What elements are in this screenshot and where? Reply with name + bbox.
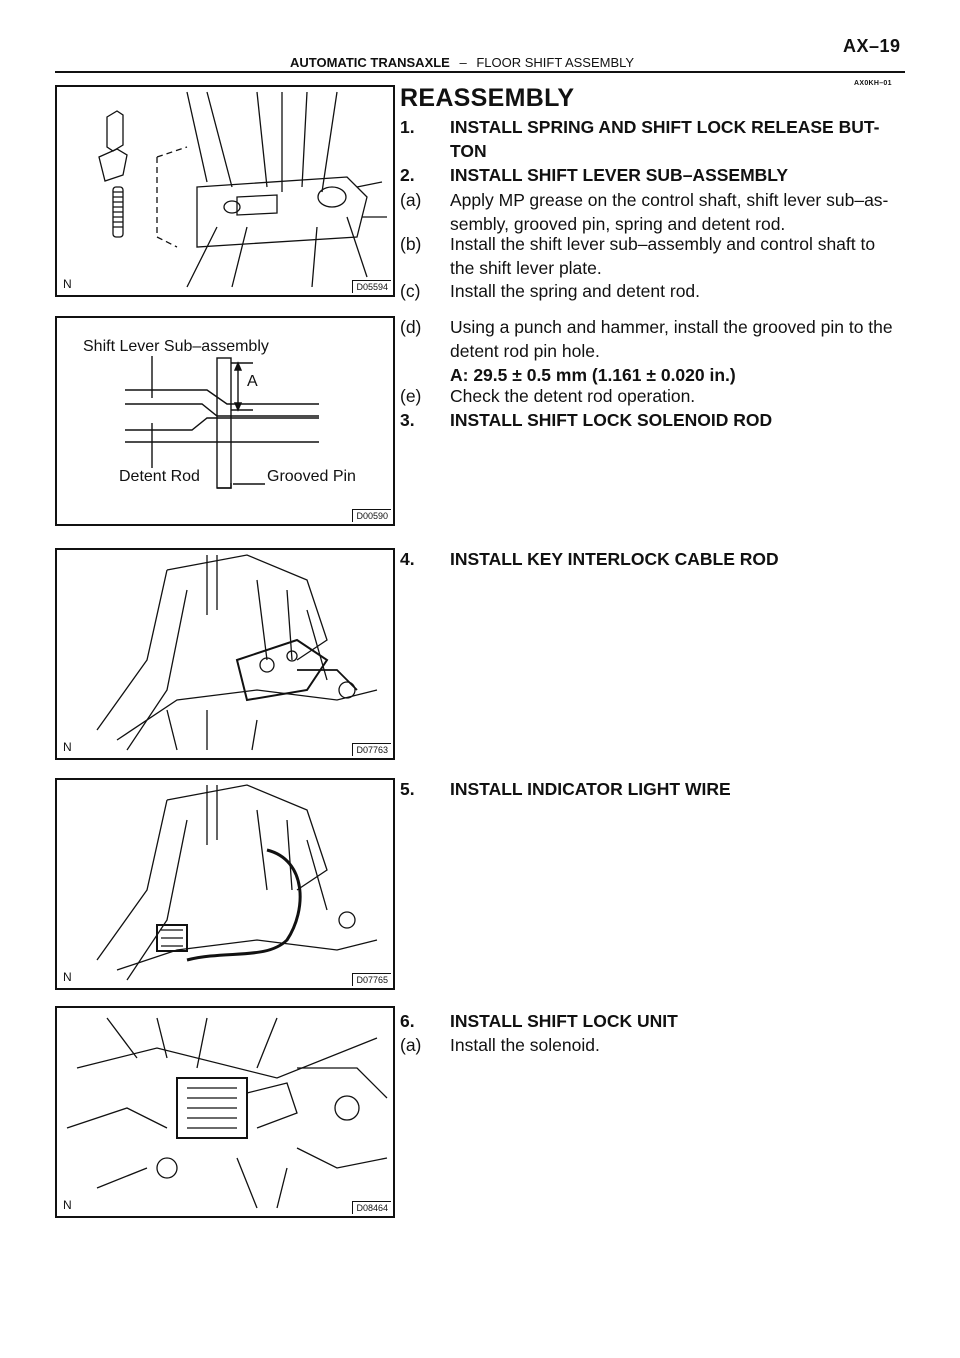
label-grooved-pin: Grooved Pin: [267, 468, 356, 485]
figure-id: D07765: [352, 973, 391, 986]
step-text-cont: TON: [450, 141, 487, 161]
figure-id: D08464: [352, 1201, 391, 1214]
step-number: 6.: [400, 1011, 415, 1031]
step-text: Using a punch and hammer, install the gr…: [450, 317, 893, 337]
shift-lever-exploded-drawing: [98, 91, 387, 288]
page-number: AX–19: [843, 36, 901, 56]
figure-key-interlock-cable-rod: N D07763: [55, 548, 395, 760]
step-number: 3.: [400, 410, 415, 430]
step-text-cont: the shift lever plate.: [450, 258, 602, 278]
step-text: INSTALL SHIFT LEVER SUB–ASSEMBLY: [450, 165, 789, 185]
step-text-cont: detent rod pin hole.: [450, 341, 600, 361]
step-1: 1. INSTALL SPRING AND SHIFT LOCK RELEASE…: [400, 115, 920, 163]
step-number: (b): [400, 234, 422, 254]
shift-lock-unit-drawing: [66, 1017, 388, 1209]
figure-corner-mark: N: [63, 277, 72, 291]
step-number: (c): [400, 281, 421, 301]
figure-corner-mark: N: [63, 1198, 72, 1212]
header-separator: –: [459, 55, 467, 70]
step-number: (d): [400, 317, 422, 337]
step-text: INSTALL KEY INTERLOCK CABLE ROD: [450, 549, 779, 569]
indicator-wire-drawing: [96, 784, 378, 981]
step-text: INSTALL INDICATOR LIGHT WIRE: [450, 779, 731, 799]
figure-indicator-light-wire: N D07765: [55, 778, 395, 990]
step-text: Install the shift lever sub–assembly and…: [450, 234, 876, 254]
label-shift-lever-sub-assembly: Shift Lever Sub–assembly: [83, 338, 269, 355]
figure-detent-rod-schematic: Shift Lever Sub–assembly A Detent Rod Gr…: [55, 316, 395, 526]
label-detent-rod: Detent Rod: [119, 468, 200, 485]
figure-shift-lock-unit: N D08464: [55, 1006, 395, 1218]
subsection-name: FLOOR SHIFT ASSEMBLY: [476, 55, 635, 70]
step-text: Install the spring and detent rod.: [450, 281, 701, 301]
step-text: Install the solenoid.: [450, 1035, 600, 1055]
figure-id: D07763: [352, 743, 391, 756]
figure-shift-lever-exploded: N D05594: [55, 85, 395, 297]
step-number: 1.: [400, 117, 415, 137]
key-interlock-drawing: [96, 554, 378, 751]
step-number: 2.: [400, 165, 415, 185]
step-number: (a): [400, 1035, 422, 1055]
step-text: INSTALL SHIFT LOCK UNIT: [450, 1011, 678, 1031]
step-spec: A: 29.5 ± 0.5 mm (1.161 ± 0.020 in.): [450, 365, 736, 385]
label-dimension-a: A: [247, 373, 258, 390]
step-number: 4.: [400, 549, 415, 569]
step-text: Apply MP grease on the control shaft, sh…: [450, 190, 889, 210]
header-rule: [55, 71, 905, 73]
figure-corner-mark: N: [63, 740, 72, 754]
running-header: AUTOMATIC TRANSAXLE – FLOOR SHIFT ASSEMB…: [290, 55, 634, 70]
section-title: REASSEMBLY: [400, 84, 575, 112]
figure-corner-mark: N: [63, 970, 72, 984]
figure-id: D05594: [352, 280, 391, 293]
step-number: 5.: [400, 779, 415, 799]
step-text: INSTALL SHIFT LOCK SOLENOID ROD: [450, 410, 773, 430]
step-number: (e): [400, 386, 422, 406]
section-name: AUTOMATIC TRANSAXLE: [290, 55, 450, 70]
step-text: Check the detent rod operation.: [450, 386, 696, 406]
step-text: INSTALL SPRING AND SHIFT LOCK RELEASE BU…: [450, 117, 880, 137]
step-text-cont: sembly, grooved pin, spring and detent r…: [450, 214, 786, 234]
doc-code: AX0KH–01: [854, 80, 892, 87]
figure-id: D00590: [352, 509, 391, 522]
step-number: (a): [400, 190, 422, 210]
detent-rod-diagram: [125, 356, 319, 489]
